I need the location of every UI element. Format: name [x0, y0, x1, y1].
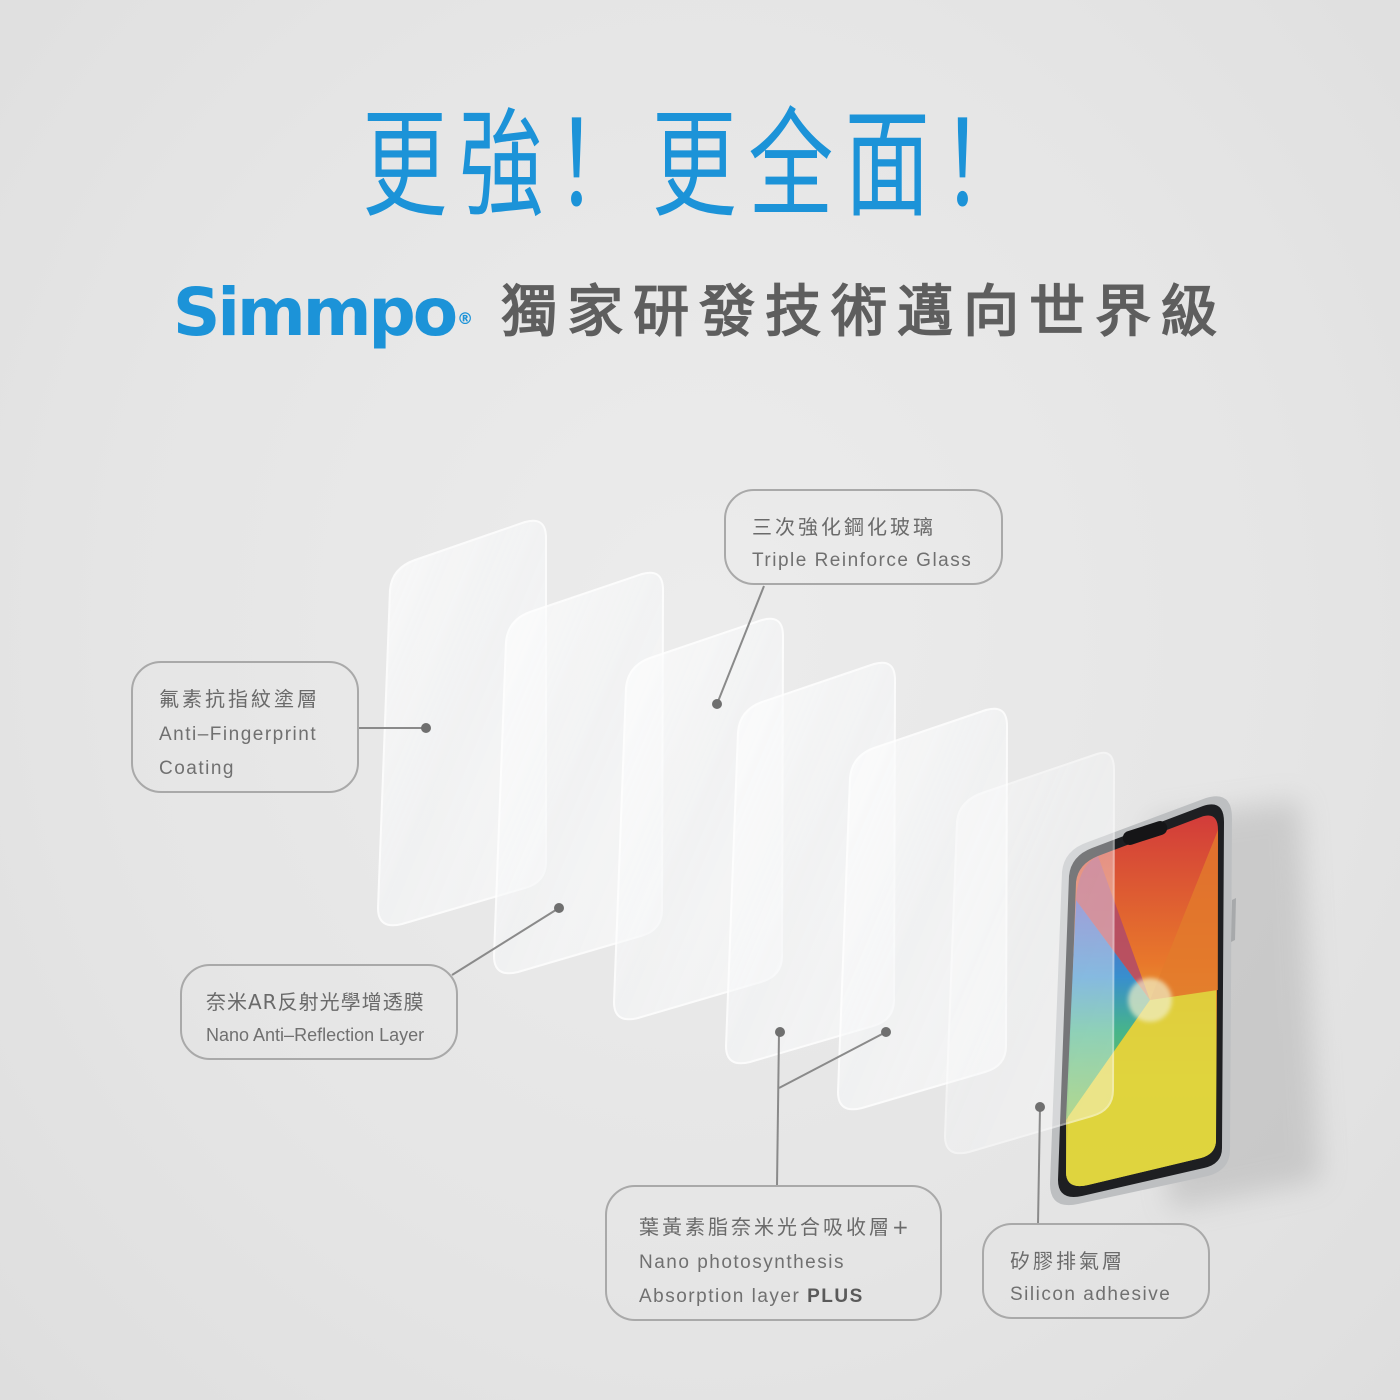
silicon-zh: 矽膠排氣層	[1010, 1249, 1125, 1273]
dot-ar	[554, 903, 564, 913]
callout-photosynthesis: 葉黃素脂奈米光合吸收層+ Nano photosynthesis Absorpt…	[605, 1185, 942, 1321]
dot-glass	[712, 699, 722, 709]
connector-photo-a	[776, 1031, 780, 1187]
brand-name: Simmpo	[172, 274, 458, 351]
dot-photo-a	[775, 1027, 785, 1037]
anti-fingerprint-en-1: Anti–Fingerprint	[159, 724, 318, 745]
glass-zh: 三次強化鋼化玻璃	[752, 515, 936, 539]
phone-notch	[1122, 821, 1168, 845]
dot-silicon	[1035, 1102, 1045, 1112]
connector-ar	[451, 907, 560, 976]
ar-layer-en: Nano Anti–Reflection Layer	[206, 1025, 425, 1045]
connector-glass	[716, 585, 765, 705]
callout-anti-fingerprint: 氟素抗指紋塗層 Anti–Fingerprint Coating	[131, 661, 359, 793]
anti-fingerprint-en-2: Coating	[159, 758, 235, 779]
callout-ar-layer: 奈米AR反射光學增透膜 Nano Anti–Reflection Layer	[180, 964, 458, 1060]
dot-photo-b	[881, 1027, 891, 1037]
silicon-en: Silicon adhesive	[1010, 1284, 1172, 1305]
photosynthesis-en-2: Absorption layer PLUS	[639, 1286, 940, 1308]
dot-fingerprint	[421, 723, 431, 733]
connector-silicon	[1037, 1106, 1041, 1225]
photosynthesis-zh: 葉黃素脂奈米光合吸收層+	[639, 1215, 912, 1239]
photosynthesis-en-2-prefix: Absorption layer	[639, 1286, 808, 1307]
photosynthesis-en-2-bold: PLUS	[807, 1286, 864, 1307]
photosynthesis-en-1: Nano photosynthesis	[639, 1252, 845, 1273]
anti-fingerprint-zh: 氟素抗指紋塗層	[159, 687, 320, 711]
callout-silicon: 矽膠排氣層 Silicon adhesive	[982, 1223, 1210, 1319]
callout-glass: 三次強化鋼化玻璃 Triple Reinforce Glass	[724, 489, 1003, 585]
glass-en: Triple Reinforce Glass	[752, 550, 973, 571]
connector-photo-b	[778, 1031, 887, 1089]
tagline: 獨家研發技術邁向世界級	[501, 280, 1228, 345]
brand-logo: Simmpo®	[173, 273, 473, 353]
headline: 更強！更全面！	[362, 96, 1038, 234]
registered-mark: ®	[457, 309, 474, 328]
sheet-6	[943, 751, 1116, 1155]
subtitle-row: Simmpo® 獨家研發技術邁向世界級	[0, 268, 1400, 358]
ar-layer-zh: 奈米AR反射光學增透膜	[206, 990, 425, 1014]
